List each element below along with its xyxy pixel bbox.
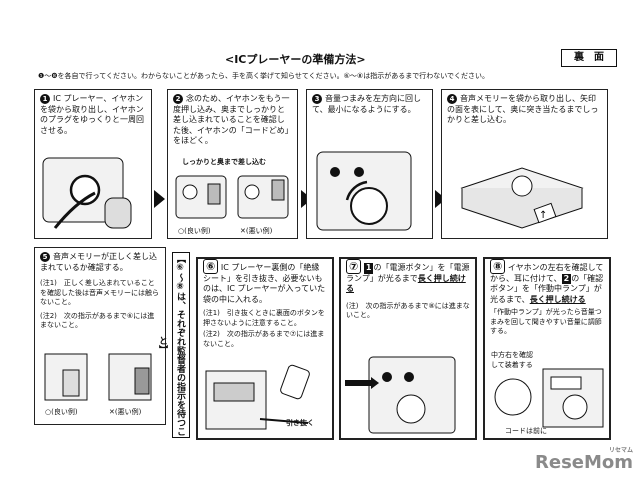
good-example-icon: ○ — [178, 227, 185, 235]
step-2-number: 2 — [173, 94, 183, 104]
step-1-text: IC プレーヤー、イヤホンを袋から取り出し、イヤホンのプラグをゆっくりと一周回さ… — [40, 94, 144, 135]
instruction-text: ❶〜❽を各自で行ってください。わからないことがあったら、手を高く挙げて知らせてく… — [38, 72, 489, 80]
step-4-text: 音声メモリーを袋から取り出し、矢印の面を表にして、奥に突き当たるまでしっかりと差… — [447, 94, 599, 124]
step-4-illustration: ↑ — [460, 167, 584, 229]
good-example-icon: ○ — [45, 408, 52, 416]
step-5-note-2: (注2) 次の指示があるまで⑥には進まないこと。 — [40, 311, 155, 330]
vertical-notice: 【⑥〜⑧は、それぞれ監督者の指示を待つこと】 — [157, 252, 190, 438]
step-8-button-number: 2 — [561, 273, 572, 284]
bad-example-icon: ✕ — [240, 227, 246, 235]
step-5-good-label: (良い例) — [51, 408, 78, 416]
step-8-emphasis: 長く押し続ける — [529, 294, 586, 304]
side-label: 裏 面 — [561, 49, 617, 67]
step-8-number: ⑧ — [490, 259, 506, 274]
step-7-emphasis: 長く押し続ける — [346, 273, 466, 294]
step-8-text-a: イヤホンの左右を確認してから、耳に付けて、 — [490, 263, 604, 283]
step-6-illustration — [205, 364, 310, 430]
step-8-label-2: コードは前に — [505, 427, 547, 435]
step-8-label-1: 中方右を確認して装着する — [491, 351, 533, 369]
step-6-note-1: (注1) 引き抜くときに裏面のボタンを押さないように注意すること。 — [203, 309, 325, 327]
step-1-illustration — [42, 157, 132, 229]
svg-text:↑: ↑ — [539, 210, 547, 221]
step-6-note-2: (注2) 次の指示があるまで⑦には進まないこと。 — [203, 330, 325, 348]
bad-example-icon: ✕ — [109, 408, 115, 416]
step-8-illustration — [494, 368, 604, 428]
step-5-note-1: (注1) 正しく差し込まれていることを確認した後は音声メモリーには触らないこと。 — [40, 279, 159, 306]
step-3-text: 音量つまみを左方向に回して、最小になるようにする。 — [312, 94, 421, 114]
step-6-text: IC プレーヤー裏側の「絶縁シート」を引き抜き、必要ないものは、IC プレーヤー… — [203, 263, 326, 304]
step-8-text-b: の「確認ボタン」を「作動中ランプ」が光るまで、 — [490, 273, 604, 304]
step-6-number: ⑥ — [203, 259, 219, 274]
step-2-good-label: (良い例) — [184, 227, 211, 235]
resemom-logo: リセマム ReseMom — [535, 445, 633, 472]
step-5-text: 音声メモリーが正しく差し込まれているか確認する。 — [40, 252, 157, 272]
step-4-number: 4 — [447, 94, 457, 104]
step-7-text: の「電源ボタン」を「電源ランプ」が光るまで — [346, 263, 470, 283]
step-5-bad-label: (悪い例) — [114, 408, 142, 416]
step-7-button-number: 1 — [363, 263, 374, 274]
step-1-number: 1 — [40, 94, 50, 104]
step-6-card: ⑥ IC プレーヤー裏側の「絶縁シート」を引き抜き、必要ないものは、IC プレー… — [196, 257, 334, 440]
step-7-number: ⑦ — [346, 259, 362, 274]
flow-arrow-1 — [154, 190, 165, 208]
brand-name: ReseMom — [535, 452, 634, 473]
step-2-illustration — [175, 175, 289, 219]
step-2-bad-label: (悪い例) — [245, 227, 273, 235]
step-3-illustration — [316, 151, 412, 231]
step-5-illustration — [44, 353, 152, 401]
brand-sub: リセマム — [609, 447, 634, 454]
page-title: <ICプレーヤーの準備方法> — [225, 53, 366, 66]
step-3-number: 3 — [312, 94, 322, 104]
step-8-text-d: 「作動中ランプ」が光ったら音量つまみを回して聞きやすい音量に調節する。 — [490, 308, 602, 335]
step-5-number: 5 — [40, 252, 50, 262]
step-2-figure-caption: しっかりと奥まで差し込む — [182, 158, 266, 166]
step-7-illustration — [345, 356, 456, 434]
step-6-pull-label: 引き抜く — [286, 419, 314, 427]
step-2-text: 念のため、イヤホンをもう一度押し込み、奥までしっかりと差し込まれていることを確認… — [173, 94, 290, 145]
step-7-note: (注) 次の指示があるまで⑧には進まないこと。 — [346, 301, 470, 320]
flow-arrow-3 — [435, 190, 446, 208]
